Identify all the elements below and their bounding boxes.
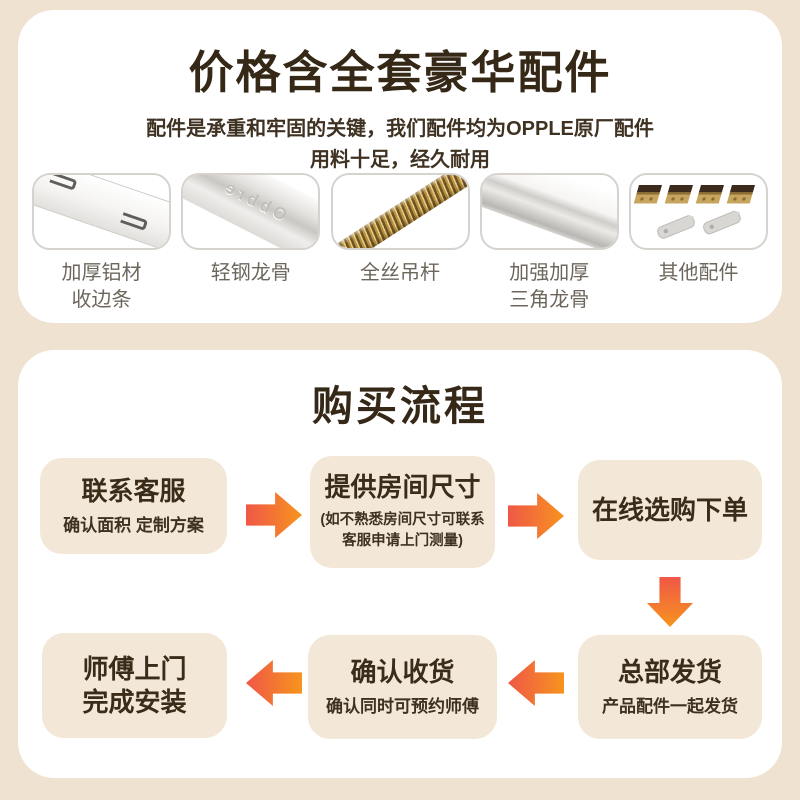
flow-arrow-left-icon bbox=[246, 660, 302, 706]
flow-step-headquarters-shipping: 总部发货 产品配件一起发货 bbox=[578, 635, 762, 739]
accessories-subtitle-line2: 用料十足，经久耐用 bbox=[310, 149, 490, 171]
accessory-item: 其他配件 bbox=[629, 173, 768, 314]
accessory-label: 加强加厚 三角龙骨 bbox=[509, 262, 590, 311]
accessory-item: 加强加厚 三角龙骨 bbox=[479, 173, 619, 314]
threaded-rod-shape bbox=[332, 175, 468, 248]
purchase-flow-title: 购买流程 bbox=[312, 383, 488, 429]
accessory-label: 全丝吊杆 bbox=[360, 262, 440, 284]
flow-step-contact-service: 联系客服 确认面积 定制方案 bbox=[40, 458, 227, 554]
clip-shape bbox=[120, 212, 149, 231]
accessory-item: 全丝吊杆 bbox=[330, 173, 470, 314]
keel-embossed-text: Obbre bbox=[218, 176, 291, 225]
accessories-title: 价格含全套豪华配件 bbox=[188, 47, 612, 98]
accessories-subtitle-line1: 配件是承重和牢固的关键，我们配件均为OPPLE原厂配件 bbox=[146, 118, 654, 140]
accessory-label: 加厚铝材 收边条 bbox=[61, 262, 142, 311]
aluminum-edge-strip-image bbox=[32, 173, 171, 250]
clip-shape bbox=[49, 175, 78, 191]
flow-step-confirm-receipt: 确认收货 确认同时可预约师傅 bbox=[308, 635, 497, 739]
flow-step-provide-room-size: 提供房间尺寸 (如不熟悉房间尺寸可联系 客服申请上门测量) bbox=[310, 456, 495, 568]
accessory-label: 其他配件 bbox=[658, 262, 739, 284]
accessories-subtitle: 配件是承重和牢固的关键，我们配件均为OPPLE原厂配件 用料十足，经久耐用 bbox=[18, 114, 782, 176]
flow-arrow-down-icon bbox=[647, 577, 693, 627]
accessory-item: 加厚铝材 收边条 bbox=[32, 173, 171, 314]
flow-arrow-right-icon bbox=[508, 493, 564, 539]
brackets-and-wrenches-art bbox=[633, 185, 755, 239]
flow-arrow-right-icon bbox=[246, 492, 302, 538]
accessory-label: 轻钢龙骨 bbox=[210, 262, 291, 284]
accessory-item: Obbre 轻钢龙骨 bbox=[181, 173, 321, 314]
triangle-keel-shape bbox=[481, 175, 617, 248]
flow-arrow-left-icon bbox=[508, 660, 564, 706]
accessories-card: 价格含全套豪华配件 配件是承重和牢固的关键，我们配件均为OPPLE原厂配件 用料… bbox=[18, 10, 782, 323]
threaded-rod-image bbox=[330, 173, 470, 250]
aluminum-strip-shape bbox=[34, 175, 169, 248]
flow-diagram: 联系客服 确认面积 定制方案 提供房间尺寸 (如不熟悉房间尺寸可联系 客服申请上… bbox=[18, 350, 782, 778]
steel-keel-shape: Obbre bbox=[183, 175, 319, 248]
flow-step-installation: 师傅上门 完成安装 bbox=[42, 633, 227, 738]
accessories-thumbnails: 加厚铝材 收边条 Obbre 轻钢龙骨 全丝吊杆 bbox=[18, 173, 782, 314]
steel-keel-image: Obbre bbox=[181, 173, 321, 250]
flow-step-order-online: 在线选购下单 bbox=[578, 460, 762, 560]
misc-accessories-image bbox=[629, 173, 768, 250]
triangle-keel-image bbox=[479, 173, 619, 250]
purchase-flow-card: 购买流程 联系客服 确认面积 定制方案 提供房间尺寸 (如不熟悉房间尺寸可联系 … bbox=[18, 350, 782, 778]
